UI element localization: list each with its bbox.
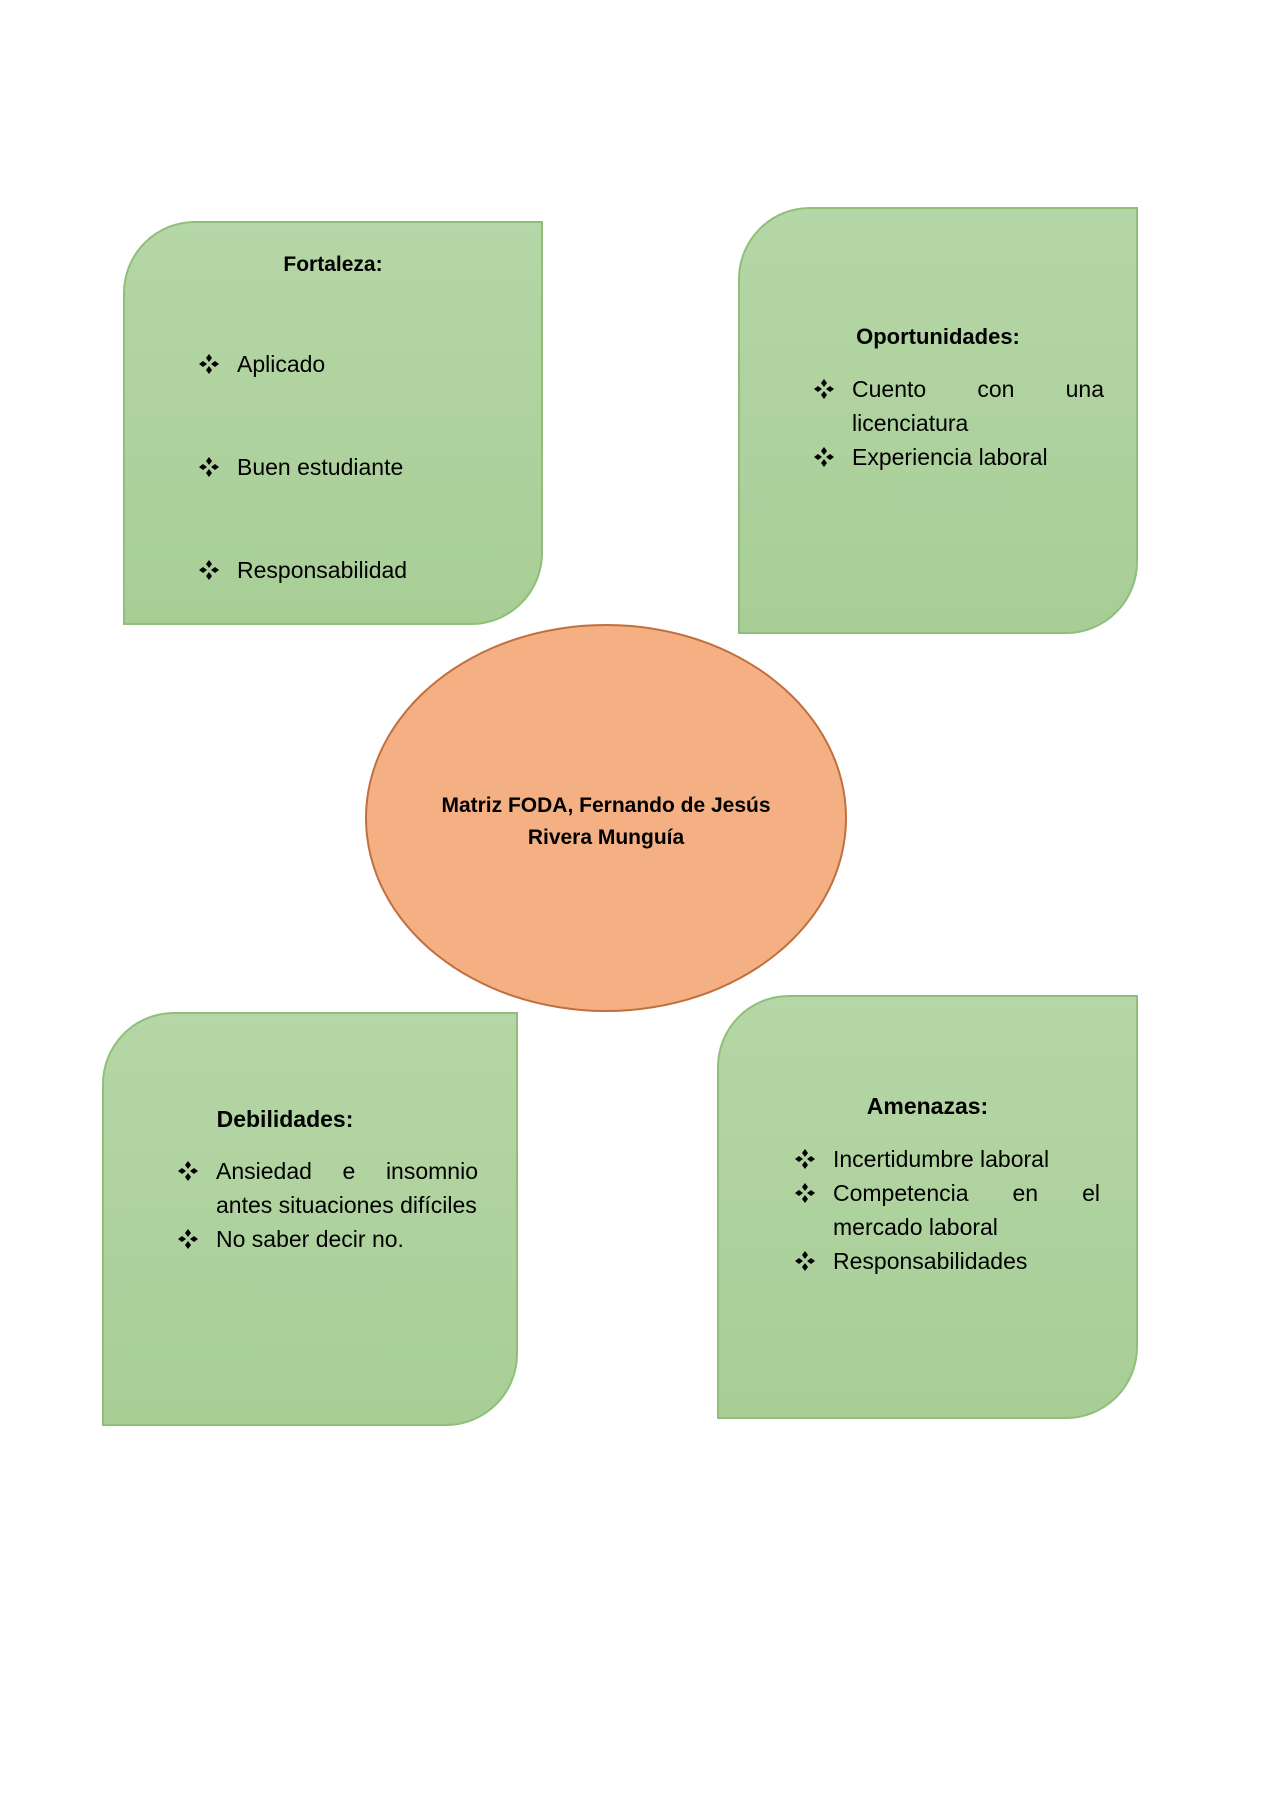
four-diamond-bullet-icon [178, 1222, 204, 1256]
list-item: Buen estudiante [199, 450, 519, 484]
list-item-text: Incertidumbre laboral [833, 1146, 1050, 1172]
four-diamond-bullet-icon [199, 553, 225, 587]
center-title: Matriz FODA, Fernando de Jesús Rivera Mu… [441, 794, 771, 849]
four-diamond-bullet-icon [178, 1154, 204, 1188]
oportunidades-list: Cuento con una licenciatura Experiencia … [814, 372, 1104, 474]
list-item-text: Responsabilidad [237, 557, 408, 583]
list-item-text: Buen estudiante [237, 454, 404, 480]
four-diamond-bullet-icon [814, 372, 840, 406]
amenazas-title: Amenazas: [866, 1093, 989, 1119]
center-ellipse: Matriz FODA, Fernando de Jesús Rivera Mu… [365, 624, 847, 1012]
list-item-text: Ansiedad e insomnio antes situaciones di… [216, 1158, 478, 1218]
list-item-text: Competencia en el mercado laboral [833, 1180, 1100, 1240]
four-diamond-bullet-icon [795, 1244, 821, 1278]
list-item: Aplicado [199, 347, 519, 381]
list-item: Competencia en el mercado laboral [795, 1176, 1100, 1244]
list-item-text: Responsabilidades [833, 1248, 1028, 1274]
four-diamond-bullet-icon [795, 1176, 821, 1210]
oportunidades-box: Oportunidades: Cuento con una licenciatu… [738, 207, 1138, 634]
amenazas-list: Incertidumbre laboral Competencia en el … [795, 1142, 1100, 1278]
list-item-text: Experiencia laboral [852, 444, 1048, 470]
list-item: Responsabilidad [199, 553, 519, 587]
list-item-text: No saber decir no. [216, 1226, 404, 1252]
list-item: Responsabilidades [795, 1244, 1100, 1278]
four-diamond-bullet-icon [199, 450, 225, 484]
list-item: Incertidumbre laboral [795, 1142, 1100, 1176]
four-diamond-bullet-icon [795, 1142, 821, 1176]
four-diamond-bullet-icon [814, 440, 840, 474]
fortaleza-list: Aplicado Buen estudiante Responsabilidad [199, 347, 519, 656]
list-item: Experiencia laboral [814, 440, 1104, 474]
four-diamond-bullet-icon [199, 347, 225, 381]
amenazas-box: Amenazas: Incertidumbre laboral Competen… [717, 995, 1138, 1419]
list-item: Cuento con una licenciatura [814, 372, 1104, 440]
debilidades-list: Ansiedad e insomnio antes situaciones di… [178, 1154, 478, 1256]
list-item-text: Aplicado [237, 351, 326, 377]
list-item: No saber decir no. [178, 1222, 478, 1256]
list-item-text: Cuento con una licenciatura [852, 376, 1104, 436]
fortaleza-box: Fortaleza: Aplicado Buen estudiante Resp… [123, 221, 543, 625]
list-item: Ansiedad e insomnio antes situaciones di… [178, 1154, 478, 1222]
fortaleza-title: Fortaleza: [283, 253, 383, 276]
debilidades-title: Debilidades: [216, 1106, 354, 1132]
oportunidades-title: Oportunidades: [856, 324, 1020, 349]
debilidades-box: Debilidades: Ansiedad e insomnio antes s… [102, 1012, 518, 1426]
